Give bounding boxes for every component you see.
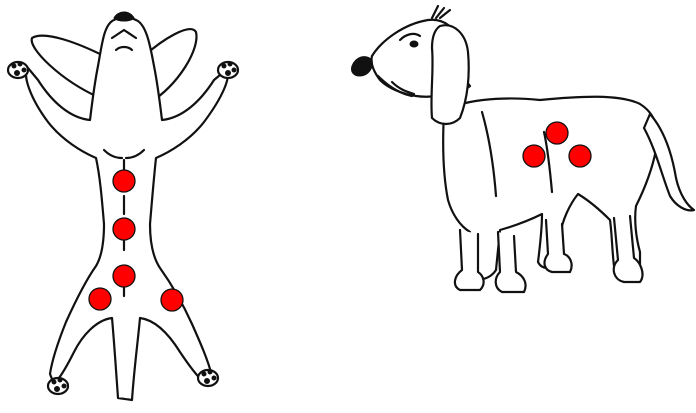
hind-paw-left [48, 378, 68, 394]
ventral-body-outline [26, 17, 228, 400]
marker-ventral [113, 170, 135, 192]
front-paw-left [8, 62, 28, 78]
nose-icon [351, 57, 372, 76]
dog-ventral-view [8, 12, 238, 400]
marker-ventral [113, 265, 135, 287]
hair-tuft [432, 6, 450, 18]
front-leg-outline [496, 232, 526, 292]
marker-ventral [89, 288, 111, 310]
hind-leg-outline [545, 220, 572, 272]
marker-lateral [546, 122, 568, 144]
marker-ventral [113, 218, 135, 240]
eye-icon [410, 41, 418, 47]
hind-paw-right [198, 370, 218, 386]
dog-lateral-view [351, 6, 694, 292]
front-paw-right [218, 62, 238, 78]
marker-lateral [569, 145, 591, 167]
nose-icon [114, 12, 134, 21]
marker-lateral [523, 145, 545, 167]
marker-ventral [161, 289, 183, 311]
ear-outline [431, 25, 468, 124]
